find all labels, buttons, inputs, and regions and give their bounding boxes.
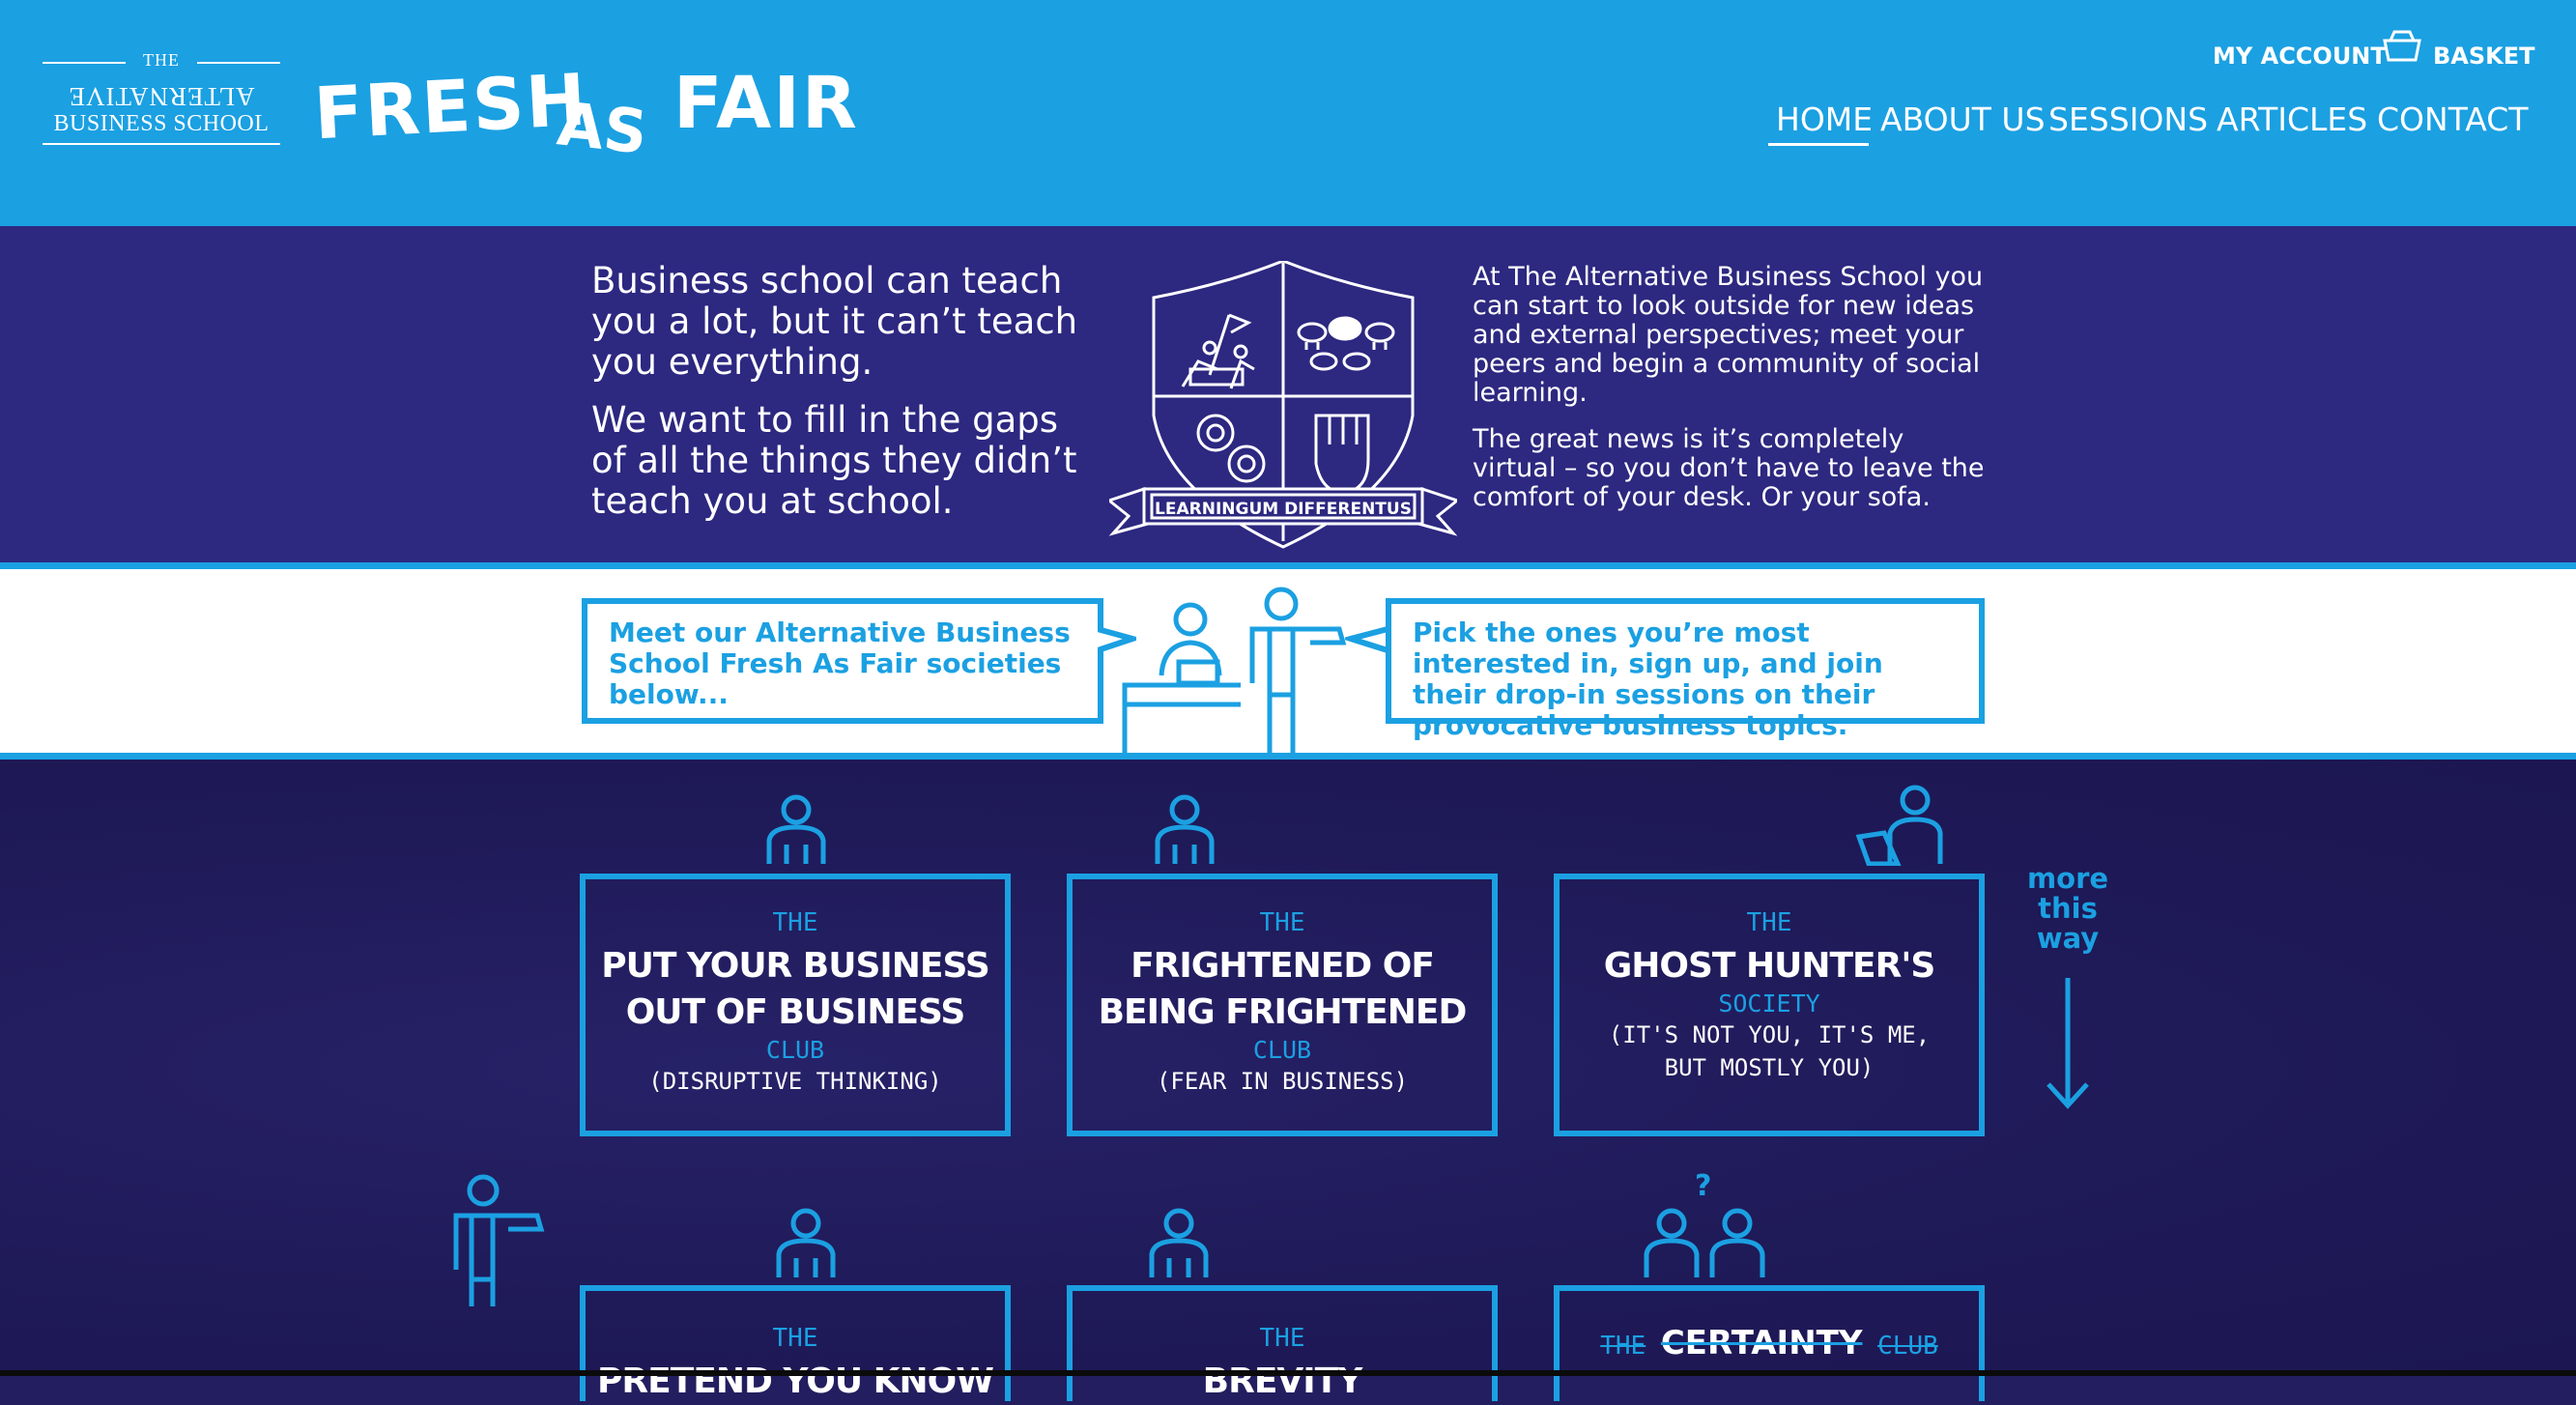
logo-as: AS xyxy=(554,88,651,168)
site-header: THE ALTERNATIVE BUSINESS SCHOOL FRESH AS… xyxy=(0,0,2576,226)
intro-paragraph-2: The great news is it’s completely virtua… xyxy=(1473,424,1985,512)
card-subtitle: (DISRUPTIVE THINKING) xyxy=(648,1068,942,1095)
card-type: SOCIETY xyxy=(1718,989,1820,1018)
intro-headline-1: Business school can teach you a lot, but… xyxy=(591,260,1078,383)
card-subtitle: BUT MOSTLY YOU) xyxy=(1664,1054,1875,1081)
card-name-line: GHOST HUNTER'S xyxy=(1603,946,1936,986)
teacher-illustration xyxy=(1122,587,1347,753)
society-card-pretend[interactable]: THE PRETEND YOU KNOW xyxy=(580,1285,1011,1401)
logo-rule xyxy=(43,143,280,145)
nav-about-us[interactable]: ABOUT US xyxy=(1880,100,2046,138)
person-icon xyxy=(1149,1208,1209,1277)
more-this-way-hint[interactable]: more this way xyxy=(2008,864,2128,954)
nav-articles[interactable]: ARTICLES xyxy=(2217,100,2368,138)
logo-the: THE xyxy=(143,50,180,70)
card-the: THE xyxy=(1600,1332,1646,1361)
main-nav: HOME ABOUT US SESSIONS ARTICLES CONTACT xyxy=(1768,100,2529,155)
person-icon xyxy=(1155,794,1215,864)
crest-motto: LEARNINGUM DIFFERENTUS xyxy=(1155,500,1412,519)
card-the: THE xyxy=(772,908,818,937)
card-the: THE xyxy=(1746,908,1792,937)
intro-paragraph-1: At The Alternative Business School you c… xyxy=(1473,262,1984,408)
card-name-line: PUT YOUR BUSINESS xyxy=(601,946,990,986)
abs-logo[interactable]: THE ALTERNATIVE BUSINESS SCHOOL xyxy=(43,48,280,149)
two-people-icon xyxy=(1644,1208,1765,1277)
card-subtitle: (FEAR IN BUSINESS) xyxy=(1156,1068,1409,1095)
nav-active-underline xyxy=(1768,143,1869,146)
logo-business-school: BUSINESS SCHOOL xyxy=(53,111,270,136)
speech-bubble-left: Meet our Alternative Business School Fre… xyxy=(582,598,1103,724)
person-icon xyxy=(766,794,826,864)
card-name-line: OUT OF BUSINESS xyxy=(625,992,966,1032)
question-mark: ? xyxy=(1695,1169,1712,1203)
bubble-tail-right xyxy=(1345,626,1388,653)
nav-home[interactable]: HOME xyxy=(1776,100,1874,138)
societies-section: THE PUT YOUR BUSINESS OUT OF BUSINESS CL… xyxy=(0,760,2576,1401)
person-laptop-icon xyxy=(1855,785,1943,866)
logo-fair: FAIR xyxy=(673,62,859,145)
logo-fresh: FRESH xyxy=(311,58,590,157)
society-card-put-your-business[interactable]: THE PUT YOUR BUSINESS OUT OF BUSINESS CL… xyxy=(580,874,1011,1136)
card-name-line: CERTAINTY xyxy=(1660,1324,1863,1362)
certainty-title: THE CERTAINTY CLUB xyxy=(1560,1324,1979,1362)
intro-right-text: At The Alternative Business School you c… xyxy=(1473,263,1985,530)
card-type: CLUB xyxy=(1252,1036,1312,1064)
school-crest: LEARNINGUM DIFFERENTUS xyxy=(1109,261,1457,549)
card-the: THE xyxy=(1259,1324,1305,1353)
societies-intro-band: Meet our Alternative Business School Fre… xyxy=(0,562,2576,760)
card-name-line: BREVITY xyxy=(1202,1362,1363,1401)
pointing-person-icon xyxy=(453,1174,545,1306)
more-text: more xyxy=(2026,862,2109,895)
arrow-down-icon xyxy=(2046,978,2089,1109)
my-account-link[interactable]: MY ACCOUNT xyxy=(2213,43,2387,70)
card-type: CLUB xyxy=(765,1036,825,1064)
intro-headline-2: We want to fill in the gaps of all the t… xyxy=(591,399,1077,522)
society-card-certainty[interactable]: THE CERTAINTY CLUB xyxy=(1554,1285,1985,1401)
intro-section: Business school can teach you a lot, but… xyxy=(0,226,2576,562)
basket-link[interactable]: BASKET xyxy=(2433,43,2535,70)
account-nav: MY ACCOUNT BASKET xyxy=(2203,30,2535,81)
basket-icon[interactable] xyxy=(2381,29,2423,64)
person-icon xyxy=(776,1208,836,1277)
more-text: this xyxy=(2038,892,2098,925)
card-name-line: PRETEND YOU KNOW xyxy=(597,1362,994,1401)
society-card-frightened[interactable]: THE FRIGHTENED OF BEING FRIGHTENED CLUB … xyxy=(1067,874,1498,1136)
logo-rule xyxy=(197,62,280,64)
society-card-brevity[interactable]: THE BREVITY xyxy=(1067,1285,1498,1401)
nav-sessions[interactable]: SESSIONS xyxy=(2048,100,2209,138)
speech-bubble-right: Pick the ones you’re most interested in,… xyxy=(1386,598,1985,741)
window-bottom-edge xyxy=(0,1370,2576,1376)
card-name-line: FRIGHTENED OF xyxy=(1131,946,1435,986)
bubble-tail-left xyxy=(1098,626,1136,653)
more-text: way xyxy=(2036,922,2100,955)
society-card-ghost-hunters[interactable]: THE GHOST HUNTER'S SOCIETY (IT'S NOT YOU… xyxy=(1554,874,1985,1136)
card-subtitle: (IT'S NOT YOU, IT'S ME, xyxy=(1608,1021,1931,1048)
card-name-line: BEING FRIGHTENED xyxy=(1098,992,1468,1032)
fresh-as-fair-logo[interactable]: FRESH AS FAIR xyxy=(311,58,857,168)
logo-alternative-mirrored: ALTERNATIVE xyxy=(68,82,255,111)
card-the: THE xyxy=(772,1324,818,1353)
nav-contact[interactable]: CONTACT xyxy=(2377,100,2529,138)
card-the: THE xyxy=(1259,908,1305,937)
card-type: CLUB xyxy=(1877,1332,1938,1361)
logo-rule xyxy=(43,62,126,64)
intro-left-text: Business school can teach you a lot, but… xyxy=(591,261,1094,539)
